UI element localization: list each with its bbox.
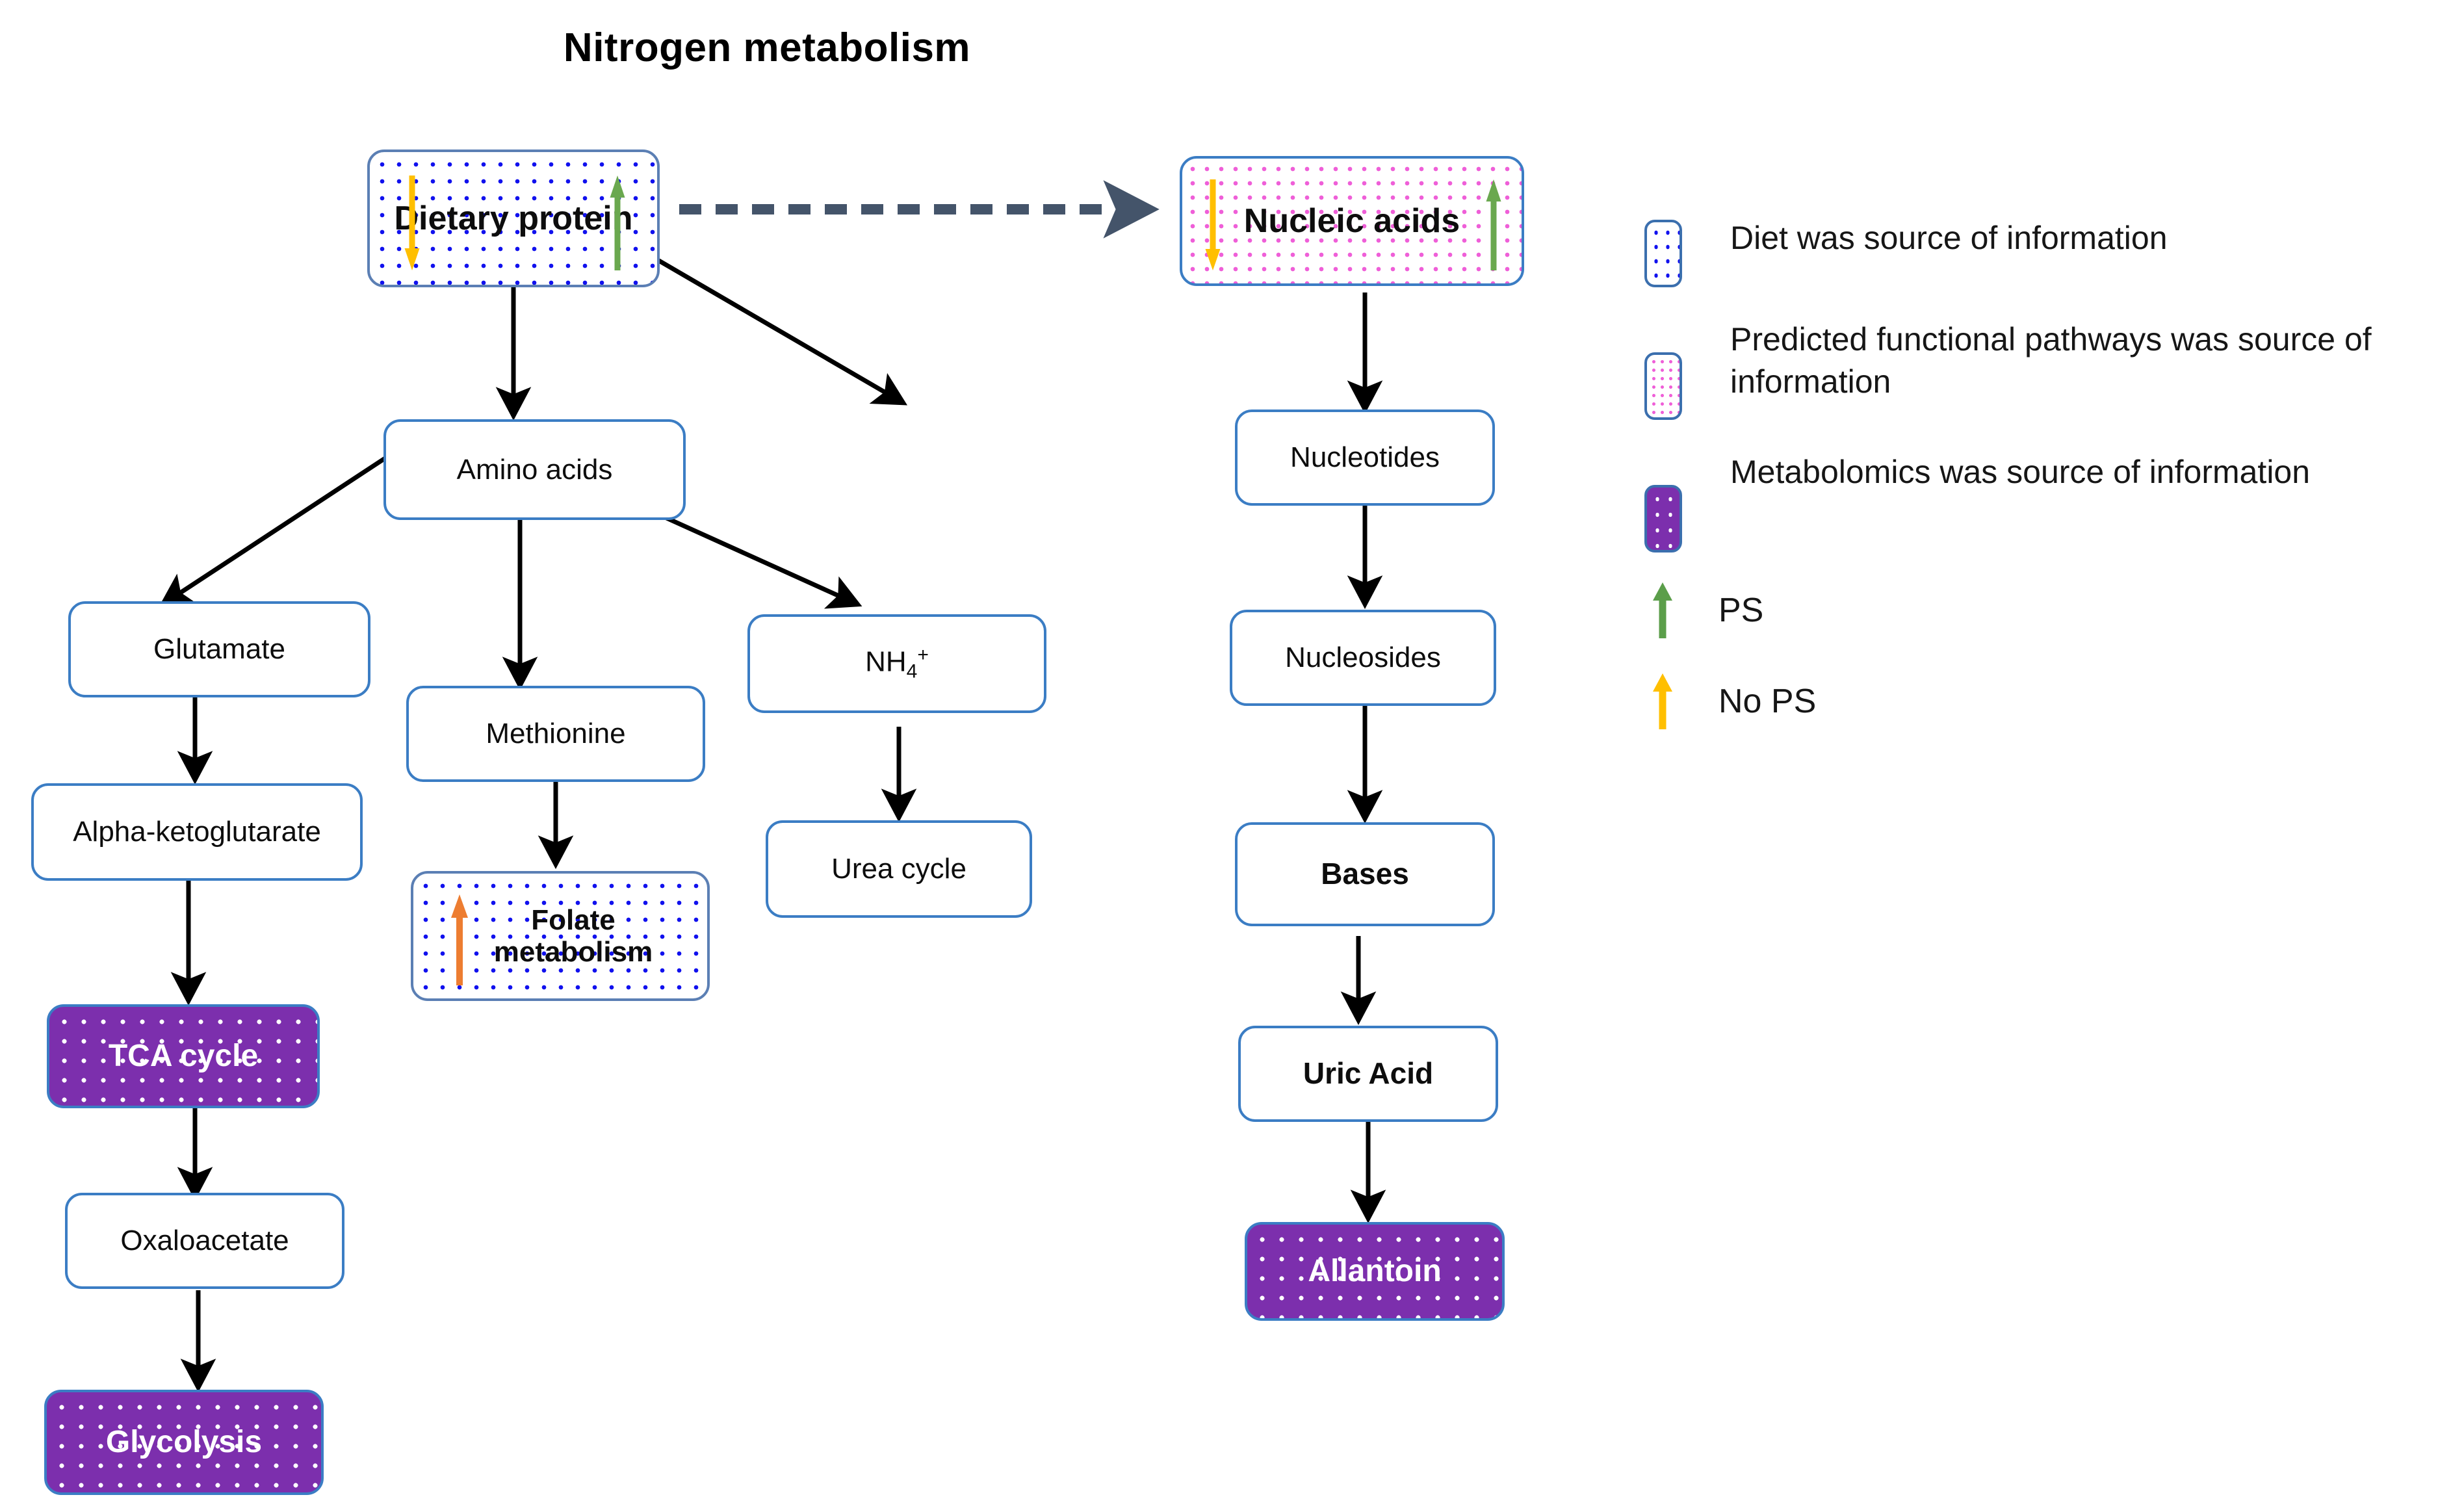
ps-up-arrow-icon [1485, 179, 1502, 270]
node-nucleotides[interactable]: Nucleotides [1235, 410, 1495, 506]
folate-line-1: Folate [531, 904, 616, 936]
diet-pattern-swatch-icon [1644, 220, 1682, 287]
node-alpha-ketoglutarate-label: Alpha-ketoglutarate [73, 816, 321, 848]
node-glycolysis-label: Glycolysis [105, 1425, 263, 1460]
orange-up-arrow-icon [451, 894, 468, 985]
ammonium-superscript: + [917, 644, 929, 666]
node-dietary-protein[interactable]: Dietary protein [367, 150, 660, 287]
node-tca-cycle[interactable]: TCA cycle [47, 1004, 320, 1108]
node-nucleic-acids[interactable]: Nucleic acids [1180, 156, 1524, 286]
yellow-up-arrow-icon [1650, 673, 1676, 729]
node-glutamate[interactable]: Glutamate [68, 601, 370, 697]
ps-up-arrow-icon [609, 176, 626, 270]
node-bases[interactable]: Bases [1235, 822, 1495, 926]
node-nucleic-acids-label: Nucleic acids [1243, 202, 1460, 240]
node-urea-cycle[interactable]: Urea cycle [766, 820, 1032, 918]
node-uric-acid[interactable]: Uric Acid [1238, 1026, 1498, 1122]
folate-line-2: metabolism [493, 936, 653, 968]
link-dietary-protein-diagonal [656, 257, 908, 406]
legend-arrow-ps: PS [1644, 582, 2450, 638]
no-ps-down-arrow-icon [1204, 179, 1221, 270]
node-amino-acids[interactable]: Amino acids [383, 419, 686, 520]
node-nucleosides-label: Nucleosides [1285, 642, 1441, 674]
green-up-arrow-icon [1650, 582, 1676, 638]
ammonium-formula-base: NH [865, 646, 907, 679]
legend-item-metabolomics: Metabolomics was source of information [1644, 448, 2450, 552]
node-ammonium[interactable]: NH4+ [747, 614, 1046, 713]
node-nucleotides-label: Nucleotides [1290, 441, 1440, 474]
legend-arrow-ps-label: PS [1718, 592, 1764, 629]
node-urea-cycle-label: Urea cycle [831, 853, 966, 885]
legend-item-metabolomics-label: Metabolomics was source of information [1730, 454, 2311, 490]
node-alpha-ketoglutarate[interactable]: Alpha-ketoglutarate [31, 783, 363, 881]
metabolomics-swatch-icon [1644, 485, 1682, 552]
node-methionine[interactable]: Methionine [406, 686, 705, 782]
node-oxaloacetate[interactable]: Oxaloacetate [65, 1193, 344, 1289]
legend: Diet was source of information Predicted… [1644, 214, 2450, 764]
page-title: Nitrogen metabolism [563, 25, 971, 70]
predicted-pathways-swatch-icon [1644, 352, 1682, 420]
node-glycolysis[interactable]: Glycolysis [44, 1390, 324, 1495]
legend-item-diet-label: Diet was source of information [1730, 220, 2168, 256]
node-glutamate-label: Glutamate [153, 633, 285, 666]
link-amino-acids-to-glutamate [159, 453, 391, 607]
legend-item-predicted-pathways-label: Predicted functional pathways was source… [1730, 321, 2372, 400]
legend-item-predicted-pathways: Predicted functional pathways was source… [1644, 316, 2450, 420]
legend-arrow-no-ps: No PS [1644, 673, 2450, 729]
node-allantoin-label: Allantoin [1308, 1254, 1442, 1289]
node-methionine-label: Methionine [486, 718, 626, 750]
node-amino-acids-label: Amino acids [456, 453, 613, 486]
link-amino-acids-to-ammonium [655, 511, 862, 609]
legend-arrow-no-ps-label: No PS [1718, 682, 1817, 720]
node-dietary-protein-label: Dietary protein [394, 199, 633, 237]
node-nucleosides[interactable]: Nucleosides [1230, 610, 1496, 706]
node-oxaloacetate-label: Oxaloacetate [120, 1225, 289, 1257]
node-bases-label: Bases [1321, 857, 1409, 891]
no-ps-down-arrow-icon [404, 176, 421, 270]
node-tca-cycle-label: TCA cycle [108, 1039, 259, 1074]
node-folate-metabolism-label: Folate metabolism [461, 904, 660, 968]
node-ammonium-label: NH4+ [859, 644, 935, 682]
legend-item-diet: Diet was source of information [1644, 214, 2450, 287]
node-folate-metabolism[interactable]: Folate metabolism [411, 871, 710, 1001]
node-uric-acid-label: Uric Acid [1303, 1056, 1434, 1091]
node-allantoin[interactable]: Allantoin [1245, 1222, 1505, 1321]
ammonium-subscript: 4 [906, 660, 918, 682]
